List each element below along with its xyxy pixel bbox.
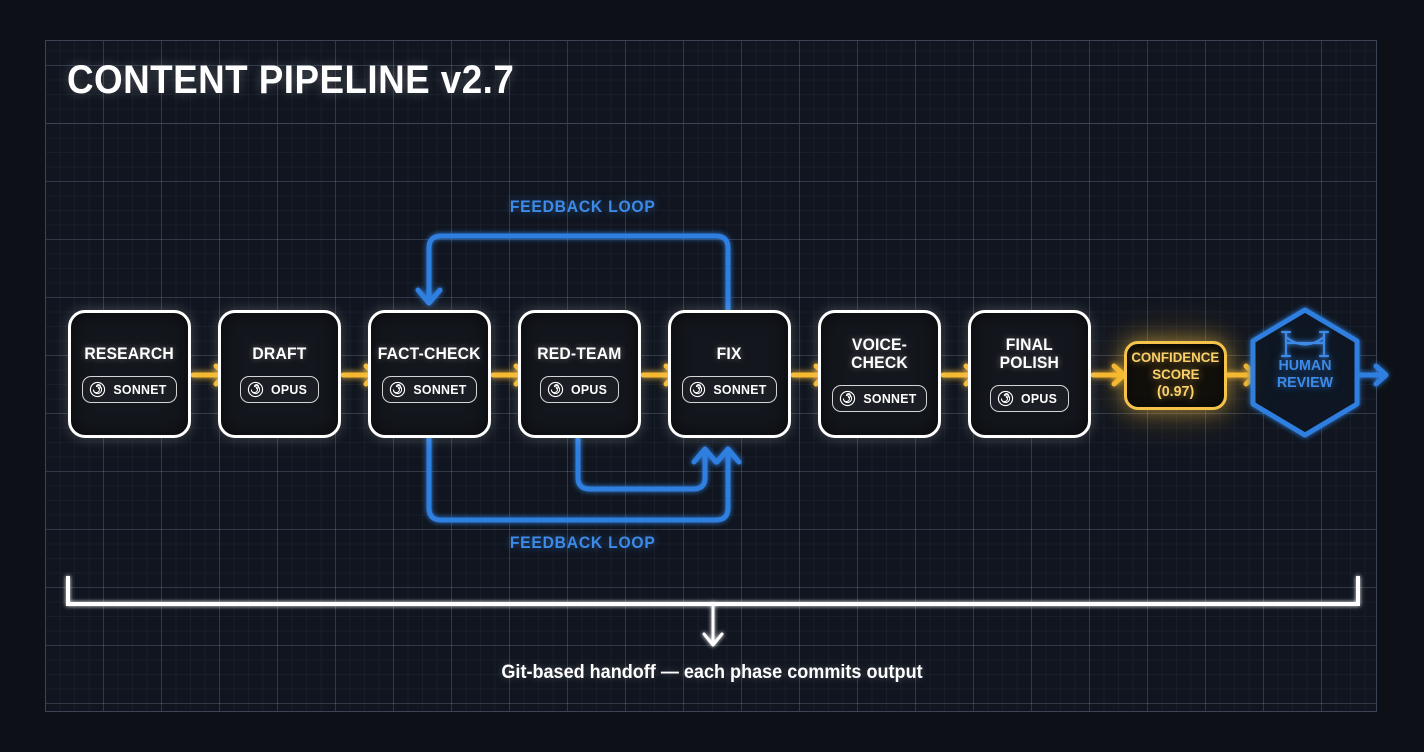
node-fact-check[interactable]: FACT-CHECK SONNET — [368, 310, 491, 438]
swirl-icon — [248, 382, 264, 398]
confidence-score-badge[interactable]: CONFIDENCE SCORE (0.97) — [1124, 341, 1227, 410]
feedback-loop-bottom-outer — [426, 436, 742, 523]
swirl-icon — [839, 391, 855, 407]
model-name: OPUS — [271, 382, 308, 398]
model-badge: OPUS — [240, 376, 319, 404]
feedback-loop-bottom-inner — [575, 436, 719, 492]
human-review-label: HUMAN REVIEW — [1253, 357, 1358, 391]
node-label: DRAFT — [252, 344, 307, 363]
model-name: SONNET — [412, 382, 467, 398]
node-label: RESEARCH — [84, 344, 175, 363]
human-review-line-2: REVIEW — [1276, 373, 1334, 391]
handoff-arrow — [702, 602, 724, 647]
node-final-polish[interactable]: FINAL POLISH OPUS — [968, 310, 1091, 438]
page-title: CONTENT PIPELINE v2.7 — [67, 58, 515, 102]
node-research[interactable]: RESEARCH SONNET — [68, 310, 191, 438]
model-name: SONNET — [862, 391, 917, 407]
swirl-icon — [389, 382, 405, 398]
model-badge: SONNET — [81, 376, 178, 404]
confidence-line-2: SCORE — [1151, 366, 1200, 383]
swirl-icon — [89, 382, 105, 398]
model-badge: SONNET — [381, 376, 478, 404]
node-voice-check[interactable]: VOICE-CHECK SONNET — [818, 310, 941, 438]
swirl-icon — [998, 391, 1014, 407]
gate-icon — [1280, 330, 1330, 358]
human-review-hexagon[interactable] — [1250, 307, 1360, 438]
model-name: SONNET — [712, 382, 767, 398]
swirl-icon — [689, 382, 705, 398]
swirl-icon — [548, 382, 564, 398]
arrow-finalpolish-confidence — [1090, 363, 1127, 387]
feedback-loop-top — [415, 233, 731, 312]
confidence-value: (0.97) — [1156, 383, 1195, 401]
node-fix[interactable]: FIX SONNET — [668, 310, 791, 438]
node-red-team[interactable]: RED-TEAM OPUS — [518, 310, 641, 438]
model-badge: OPUS — [540, 376, 619, 404]
node-label: FINAL POLISH — [999, 335, 1060, 372]
feedback-loop-label-bottom: FEEDBACK LOOP — [509, 534, 656, 552]
human-review-line-1: HUMAN — [1278, 357, 1332, 374]
feedback-loop-label-top: FEEDBACK LOOP — [509, 198, 656, 216]
title-bar: CONTENT PIPELINE v2.7 — [46, 41, 1376, 124]
node-label: VOICE-CHECK — [851, 335, 908, 372]
node-draft[interactable]: DRAFT OPUS — [218, 310, 341, 438]
model-name: OPUS — [1021, 391, 1058, 407]
node-label: FIX — [717, 344, 742, 363]
node-label: FACT-CHECK — [378, 344, 481, 363]
model-name: SONNET — [112, 382, 167, 398]
node-label: RED-TEAM — [537, 344, 622, 363]
model-badge: SONNET — [831, 385, 928, 413]
model-badge: OPUS — [990, 385, 1069, 413]
model-name: OPUS — [571, 382, 608, 398]
confidence-line-1: CONFIDENCE — [1131, 349, 1220, 366]
handoff-bracket — [66, 576, 1360, 606]
handoff-caption: Git-based handoff — each phase commits o… — [501, 662, 923, 683]
model-badge: SONNET — [681, 376, 778, 404]
